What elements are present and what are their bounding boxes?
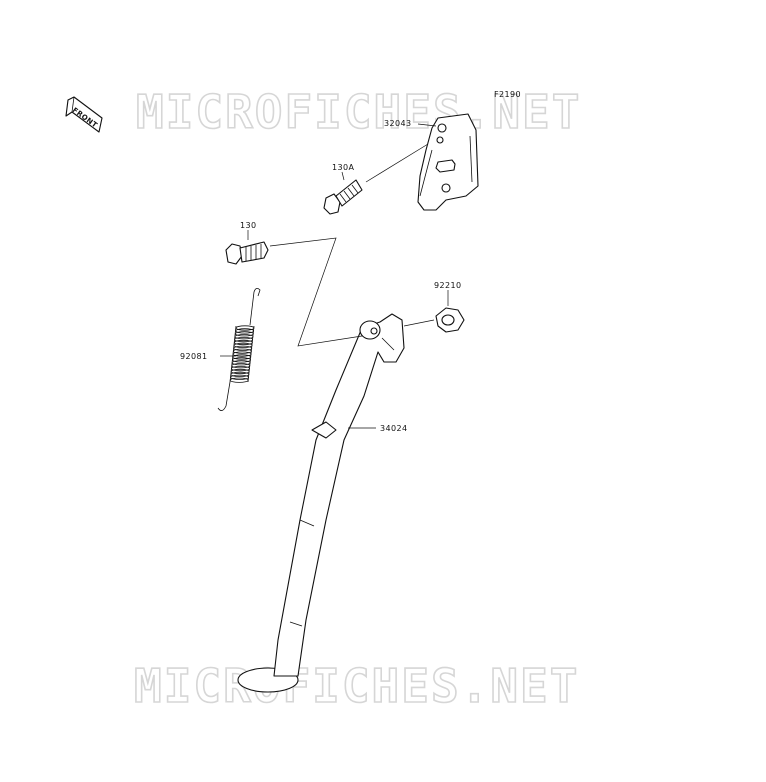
assembly-line-130 [269,237,363,347]
part-label-92210: 92210 [434,281,461,290]
bracket-32043 [417,113,479,211]
assembly-line-130a [365,143,429,183]
nut-92210 [435,307,465,333]
watermark-bottom: MICROFICHES.NET [134,659,579,713]
part-label-130a: 130A [332,163,354,172]
watermark-top: MICROFICHES.NET [136,85,581,139]
spring-92081 [217,288,261,411]
bolt-130a [323,179,363,215]
part-label-92081: 92081 [180,352,207,361]
front-indicator: FRONT [65,96,103,133]
side-stand-34024 [237,313,405,693]
assembly-line-92210 [403,319,435,327]
part-label-34024: 34024 [380,424,407,433]
front-arrow-icon [65,96,103,133]
spring-coil [229,377,249,383]
part-label-32043: 32043 [384,119,411,128]
figure-code: F2190 [494,90,521,99]
bolt-130 [225,241,269,265]
part-label-130: 130 [240,221,256,230]
